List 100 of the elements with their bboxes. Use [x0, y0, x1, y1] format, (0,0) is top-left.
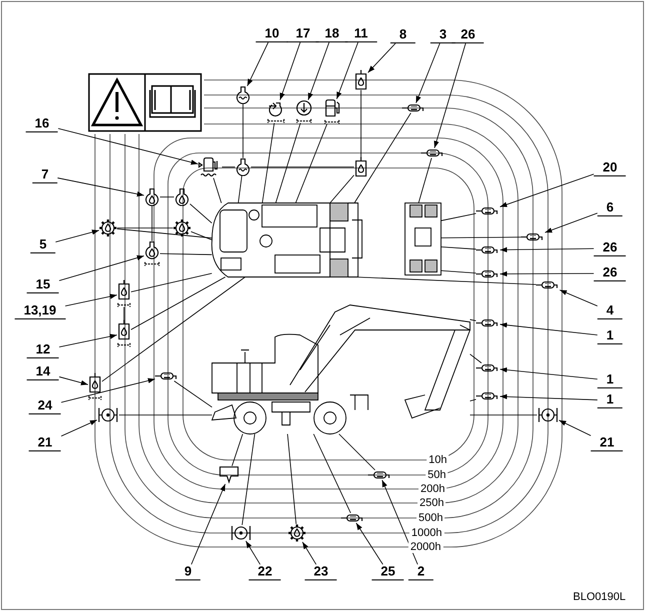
callout-number: 9 — [175, 564, 201, 580]
leader-line — [222, 166, 236, 168]
container-drop-icon — [117, 280, 131, 307]
leader-arrow — [58, 128, 198, 165]
grease-fitting-icon — [341, 513, 365, 523]
leader-line — [360, 90, 362, 158]
callout-number: 8 — [390, 27, 416, 44]
grease-fitting-icon — [155, 371, 179, 381]
grease-fitting-icon — [476, 269, 500, 279]
container-drop-icon — [354, 157, 368, 177]
leader-arrow — [58, 376, 88, 386]
leader-line — [275, 122, 301, 204]
leader-line — [262, 122, 275, 204]
leader-arrow — [336, 42, 358, 100]
leader-arrow — [356, 522, 384, 565]
leader-line — [338, 434, 376, 470]
gear-drop-icon — [173, 219, 191, 237]
callout-number: 2 — [408, 564, 434, 580]
leader-arrow — [57, 178, 144, 197]
leader-arrow — [559, 290, 598, 306]
leader-line — [213, 178, 222, 204]
grease-fitting-icon — [421, 148, 445, 158]
leader-arrow — [60, 378, 156, 403]
leader-line — [354, 276, 536, 285]
callout-number: 26 — [594, 265, 626, 282]
grease-fitting-icon — [536, 280, 560, 290]
figure-code: BLO0190L — [573, 591, 626, 603]
leader-arrow — [245, 540, 261, 565]
leader-line — [313, 434, 352, 514]
leader-line — [130, 273, 212, 292]
leader-arrow — [60, 420, 98, 436]
callout-number: 18 — [316, 26, 348, 42]
axle-icon — [537, 407, 559, 423]
leader-arrow — [500, 394, 598, 400]
leader-line — [242, 104, 244, 158]
leader-line — [287, 434, 297, 524]
leader-line — [190, 231, 212, 240]
callout-number: 21 — [28, 435, 62, 452]
leader-arrow — [500, 322, 598, 336]
callout-number: 20 — [594, 160, 626, 176]
leader-arrow — [280, 42, 301, 100]
leader-arrow — [500, 271, 594, 277]
grease-fitting-icon — [476, 245, 500, 255]
leader-line — [160, 253, 212, 256]
leader-arrow — [416, 43, 440, 104]
leader-arrow — [55, 230, 100, 242]
axle-icon — [97, 407, 119, 423]
drop-icon — [144, 188, 160, 206]
container-drop-icon — [354, 70, 368, 90]
grease-fitting-icon — [476, 318, 500, 328]
leader-line — [232, 434, 244, 466]
grease-fitting-icon — [521, 232, 545, 242]
leader-line — [102, 276, 246, 382]
leader-line — [470, 414, 538, 416]
leader-line — [354, 112, 412, 204]
callout-number: 23 — [304, 564, 338, 580]
leader-line — [440, 236, 522, 238]
callout-number: 14 — [26, 364, 60, 380]
callout-number: 26 — [594, 240, 626, 256]
leader-line — [470, 398, 476, 402]
leader-line — [295, 124, 328, 204]
drop-icon — [144, 241, 160, 266]
funnel-icon — [219, 466, 239, 484]
callout-number: 1 — [597, 392, 623, 408]
grease-fitting-icon — [476, 206, 500, 216]
flask-icon — [235, 86, 251, 104]
callout-number: 10 — [256, 26, 288, 42]
grease-fitting-icon — [476, 391, 500, 401]
leader-arrow — [302, 542, 317, 565]
callout-number: 11 — [345, 26, 377, 42]
grease-fitting-icon — [476, 363, 500, 373]
leader-line — [116, 228, 212, 238]
leader-line — [330, 174, 354, 204]
excavator-side-view-drawing — [212, 304, 471, 434]
leader-arrow — [382, 480, 418, 565]
callout-number: 25 — [372, 564, 404, 580]
leader-line — [118, 414, 212, 416]
callout-number: 3 — [430, 27, 456, 44]
interval-label: 250h — [418, 497, 446, 509]
flask-icon — [235, 158, 251, 176]
leader-arrow — [64, 294, 118, 306]
leader-line — [190, 204, 212, 224]
leader-arrow — [544, 212, 598, 233]
leader-line — [470, 354, 482, 364]
callout-number: 15 — [26, 277, 60, 294]
leader-line — [440, 270, 476, 274]
axle-icon — [230, 525, 252, 541]
interval-label: 50h — [426, 469, 448, 481]
container-drop-icon — [117, 320, 131, 347]
leader-line — [470, 319, 476, 322]
leader-arrow — [308, 42, 330, 100]
leader-arrow — [190, 484, 226, 565]
leader-arrow — [500, 174, 594, 208]
callout-number: 12 — [26, 342, 60, 358]
callout-number: 13,19 — [14, 303, 66, 320]
leader-line — [440, 213, 476, 222]
leader-line — [238, 176, 242, 204]
callout-number: 26 — [452, 27, 484, 44]
callout-number: 6 — [597, 200, 623, 216]
pump-icon — [267, 100, 285, 123]
